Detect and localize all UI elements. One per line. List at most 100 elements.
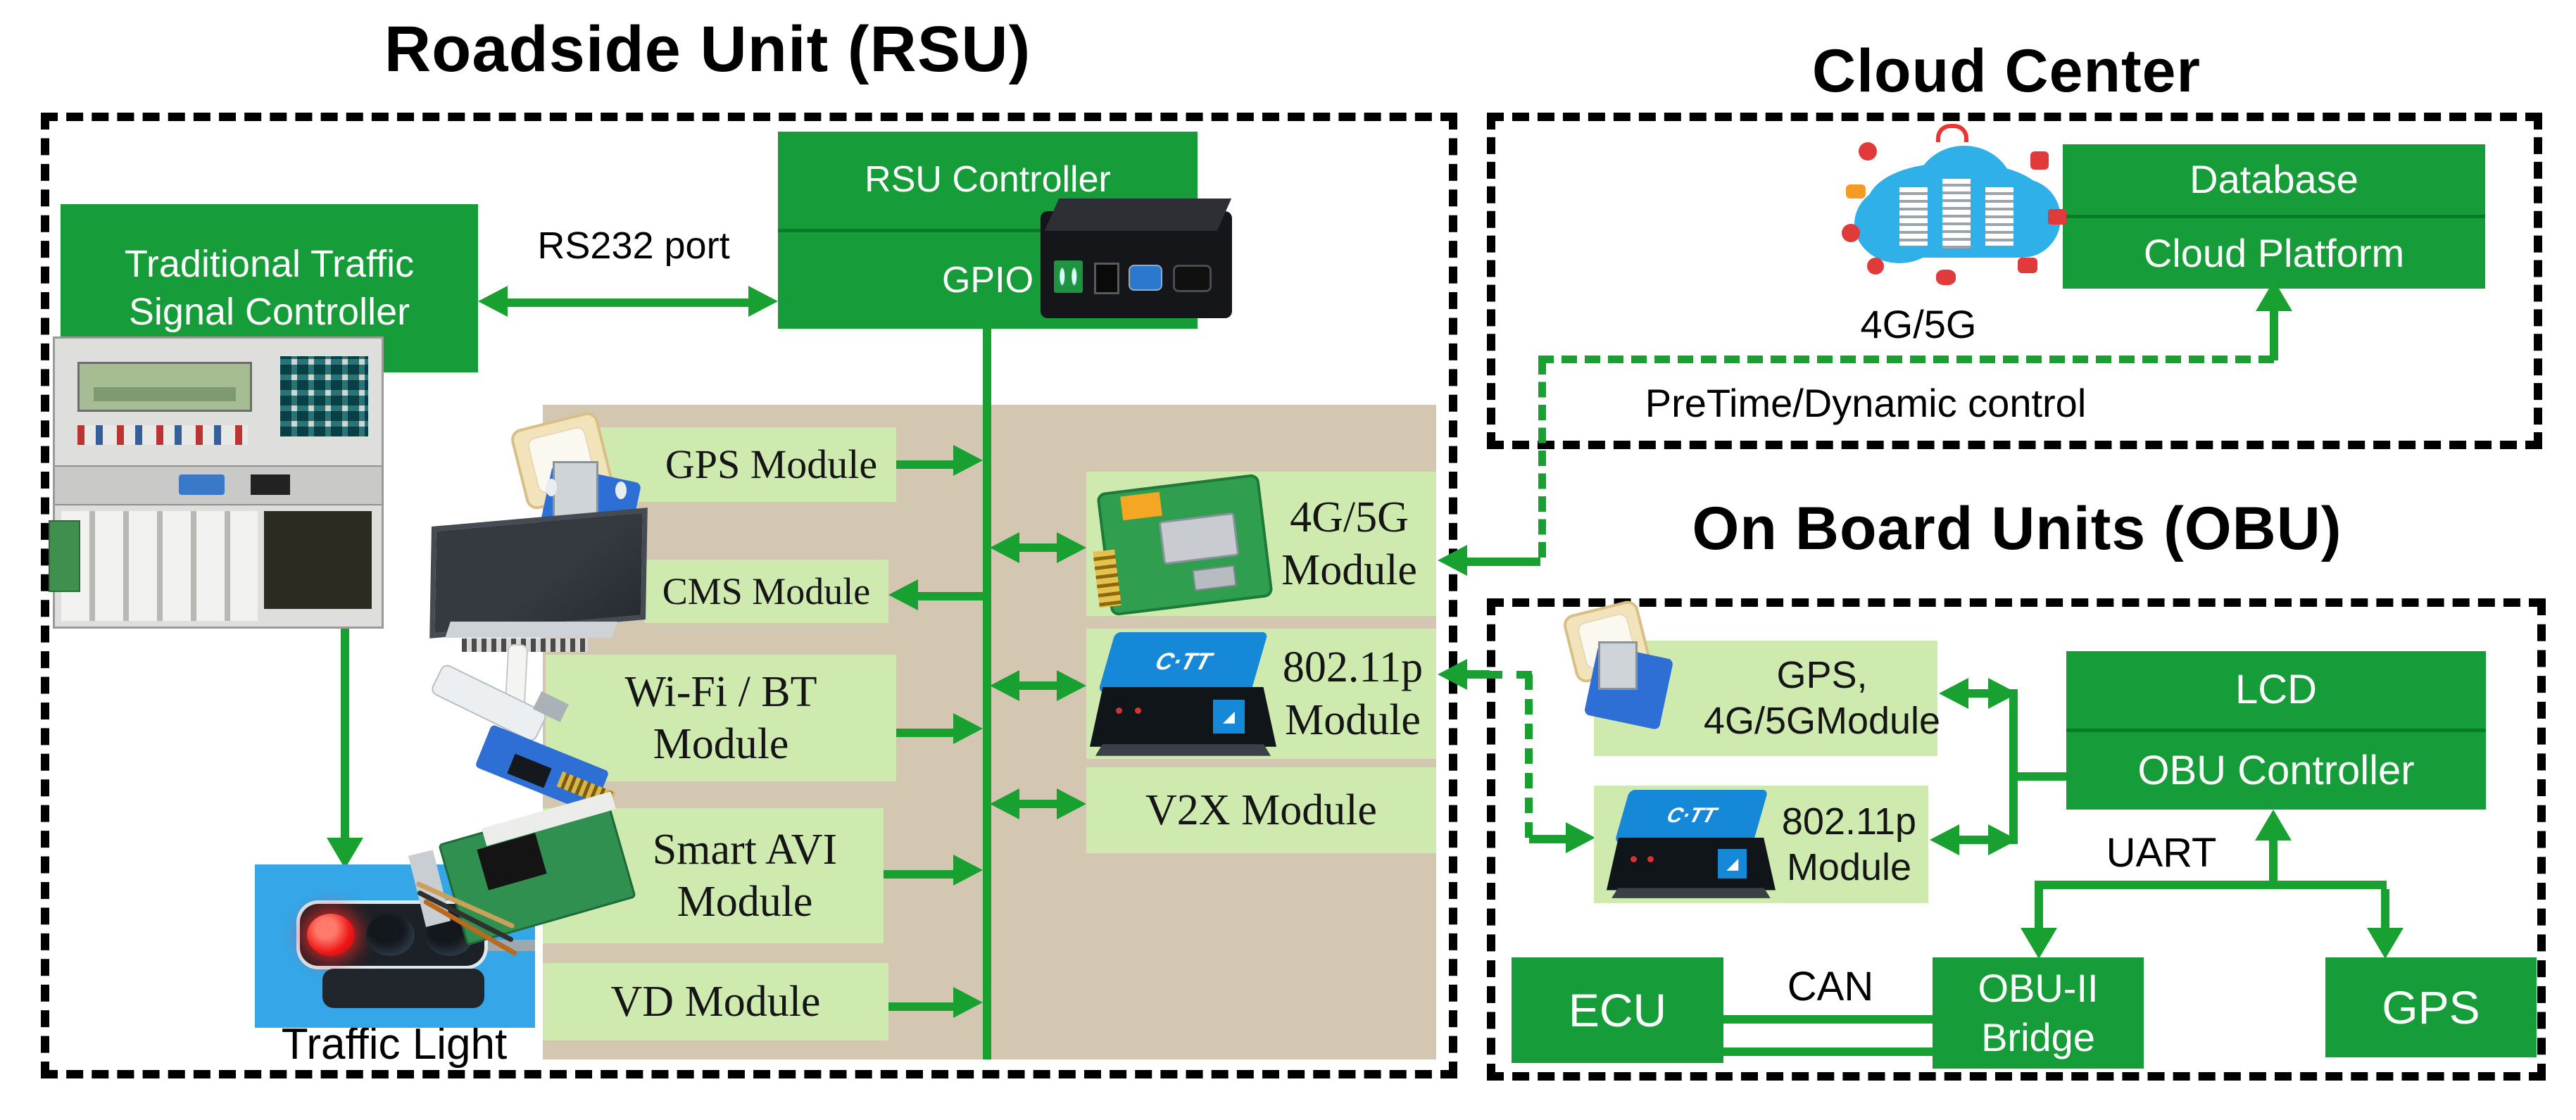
vd-arrowhead	[953, 987, 983, 1018]
traffic-light-photo	[255, 864, 535, 1028]
rsu-controller-label: RSU Controller	[865, 159, 1111, 201]
80211p-doublearrow-shaft	[1017, 681, 1059, 690]
cloud-platform-label: Cloud Platform	[2143, 231, 2405, 275]
cms-module-photo	[421, 508, 648, 655]
uart-line-horizontal	[2035, 881, 2387, 889]
v2x-doublearrow-left	[990, 788, 1019, 819]
lock-icon	[2030, 151, 2049, 170]
4g5g-module-photo	[1093, 473, 1274, 618]
obu2-bridge-box: OBU-II Bridge	[1933, 957, 2144, 1069]
uart-right-shaft	[2381, 889, 2389, 933]
obu-80211p-module-photo: C·TT ◢	[1607, 790, 1776, 904]
obu-controller-label: OBU Controller	[2137, 747, 2415, 793]
rs232-arrowhead-right	[748, 286, 778, 317]
avi-arrowhead	[953, 855, 983, 886]
gear-icon	[1841, 224, 1860, 243]
gps-arrowhead	[953, 445, 983, 476]
wifi-arrow-shaft	[896, 729, 960, 737]
80211p-doublearrow-right	[1057, 670, 1086, 701]
cms-module-box: CMS Module	[644, 560, 888, 623]
obu-gps4g-doublearrow-shaft	[1966, 689, 1992, 698]
magnifier-icon	[1867, 257, 1885, 275]
gps-module-photo	[508, 410, 642, 567]
gpio-bus-line	[983, 329, 991, 1059]
rsu-boundary	[41, 113, 1457, 1078]
80211p-module-photo: C·TT ◢	[1090, 632, 1276, 762]
vd-module-box: VD Module	[543, 963, 888, 1040]
cms-arrow-shaft	[915, 592, 988, 600]
gpio-label: GPIO	[941, 259, 1034, 301]
cloud-link-dashed-horizontal	[1538, 355, 2274, 363]
cloud-icon	[1841, 124, 2066, 285]
headset-icon	[1936, 124, 1968, 143]
lcd-label: LCD	[2235, 666, 2318, 712]
obu-controller-box: LCD OBU Controller	[2066, 651, 2486, 810]
v2xlink-arrowhead-rsu	[1438, 659, 1467, 690]
80211p-doublearrow-left	[990, 670, 1019, 701]
wifi-bt-module-box: Wi-Fi / BT Module	[546, 655, 896, 781]
rsu-title: Roadside Unit (RSU)	[384, 13, 1031, 85]
v2x-doublearrow-right	[1057, 788, 1086, 819]
cms-arrowhead	[888, 579, 918, 610]
v2xlink-dashed-horizontal	[1487, 671, 1532, 679]
traffic-light-caption: Traffic Light	[281, 1020, 508, 1069]
cloud-arrowhead-up	[2256, 280, 2292, 311]
wifi-arrowhead	[953, 713, 983, 744]
uart-arrowhead-up	[2255, 810, 2292, 841]
gps-module-box: GPS Module	[555, 427, 896, 502]
cloud-link-dashed-vertical	[1538, 359, 1546, 558]
cloud-4g5g-label: 4G/5G	[1860, 302, 1977, 346]
can-line-2	[1723, 1047, 1933, 1056]
v2xlink-shaft-obu	[1529, 835, 1569, 843]
can-label: CAN	[1787, 964, 1874, 1009]
obu-module-connector-line	[2009, 689, 2018, 844]
folder-icon	[1845, 184, 1866, 199]
obu-title: On Board Units (OBU)	[1692, 495, 2342, 562]
gps-arrow-shaft	[896, 460, 960, 469]
shield-icon	[1859, 142, 1878, 161]
cloud-to-4g-arrowhead	[1438, 545, 1467, 576]
v2xlink-shaft-rsu	[1464, 670, 1490, 679]
cloud-boundary	[1487, 113, 2542, 449]
obu-boundary	[1487, 598, 2546, 1081]
vd-arrow-shaft	[888, 1002, 959, 1011]
obu-controller-divider	[2066, 729, 2486, 732]
uart-label: UART	[2106, 830, 2217, 876]
traffic-light-arrowhead	[327, 838, 363, 869]
cloud-platform-box: Database Cloud Platform	[2063, 144, 2485, 289]
tablet-icon	[2047, 208, 2066, 225]
v2xlink-dashed-vertical	[1525, 674, 1533, 838]
uart-up-shaft	[2269, 839, 2277, 883]
obu-gps-box: GPS	[2325, 957, 2537, 1057]
screen-icon	[2017, 257, 2037, 273]
database-label: Database	[2189, 157, 2358, 201]
uart-arrowhead-gps	[2367, 928, 2404, 959]
smart-avi-module-photo	[408, 791, 644, 957]
4g-doublearrow-shaft	[1017, 543, 1059, 552]
signal-controller-cabinet-photo	[48, 336, 384, 629]
chat-icon	[1936, 269, 1956, 285]
rsu-controller-divider	[778, 228, 1198, 232]
uart-left-shaft	[2035, 889, 2043, 933]
obu-controller-stub	[2013, 772, 2068, 781]
v2x-doublearrow-shaft	[1017, 800, 1059, 808]
rs232-label: RS232 port	[537, 225, 730, 267]
obu-gps4g-doublearrow-left	[1939, 678, 1968, 709]
v2xlink-arrowhead-obu	[1566, 822, 1595, 853]
v2x-module-box: V2X Module	[1086, 767, 1436, 853]
cloud-arrow-shaft	[2270, 310, 2278, 360]
4g-doublearrow-left	[990, 532, 1019, 563]
avi-arrow-shaft	[884, 870, 960, 879]
wifi-bt-module-photo	[429, 643, 649, 820]
uart-arrowhead-bridge	[2021, 928, 2057, 959]
rsu-controller-photo	[1041, 198, 1232, 318]
can-line-1	[1723, 1015, 1933, 1024]
ecu-box: ECU	[1512, 957, 1723, 1063]
pretime-label: PreTime/Dynamic control	[1645, 381, 2087, 425]
4g-doublearrow-right	[1057, 532, 1086, 563]
rs232-arrow-shaft	[502, 298, 755, 307]
obu-80211p-doublearrow-shaft	[1956, 836, 1992, 844]
obu-gps-module-photo	[1561, 598, 1674, 730]
cloud-title: Cloud Center	[1812, 37, 2201, 105]
